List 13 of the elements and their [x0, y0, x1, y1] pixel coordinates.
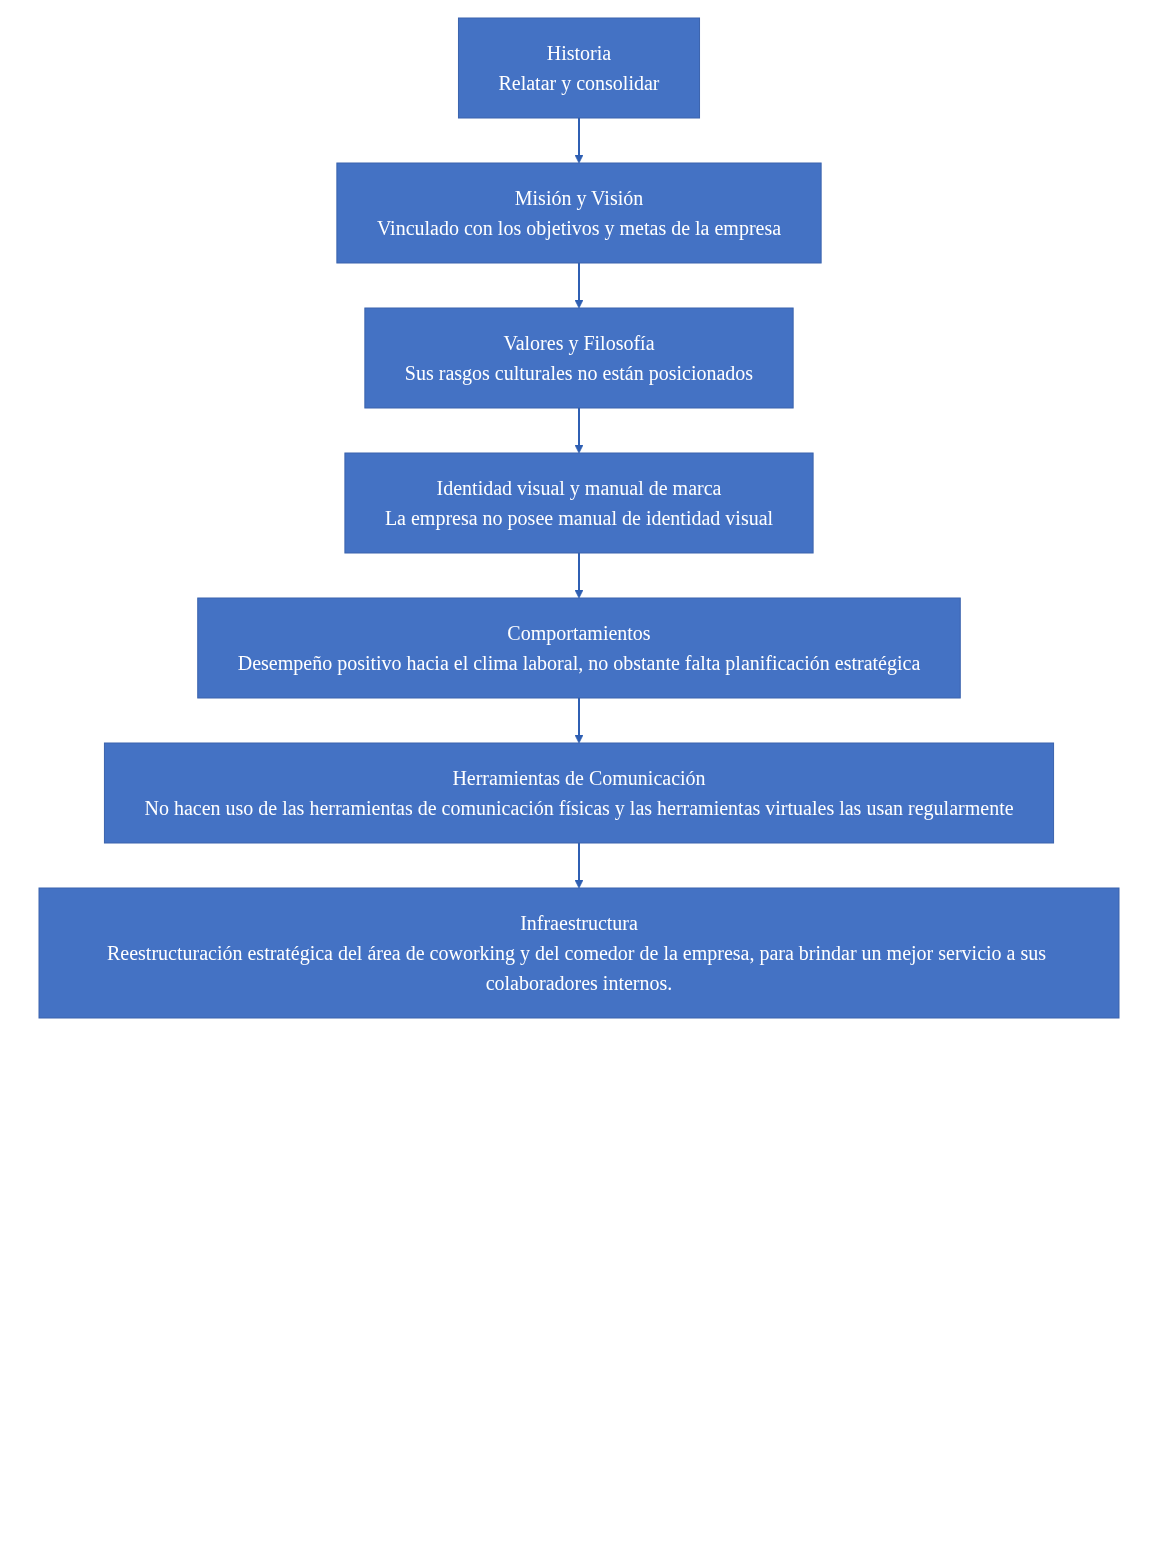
node-box: Historia Relatar y consolidar	[457, 17, 700, 119]
node-box: Infraestructura Reestructuración estratégica del área de coworking y del comedor de la empresa, para brindar un mejor servicio a sus colaboradores internos.	[38, 887, 1119, 1019]
node-box: Valores y Filosofía Sus rasgos culturales no están posicionados	[363, 307, 794, 409]
arrow	[574, 262, 583, 309]
node-box: Identidad visual y manual de marca La empresa no posee manual de identidad visual	[343, 452, 814, 554]
arrow	[574, 407, 583, 454]
arrow	[574, 842, 583, 889]
arrow	[574, 117, 583, 164]
arrow	[574, 552, 583, 599]
node-box: Misión y Visión Vinculado con los objetivos y metas de la empresa	[335, 162, 822, 264]
node-box: Comportamientos Desempeño positivo hacia el clima laboral, no obstante falta planificación estratégica	[196, 597, 961, 699]
node-box: Herramientas de Comunicación No hacen uso de las herramientas de comunicación físicas y las herramientas virtuales las usan regularmente	[103, 742, 1054, 844]
arrow	[574, 697, 583, 744]
